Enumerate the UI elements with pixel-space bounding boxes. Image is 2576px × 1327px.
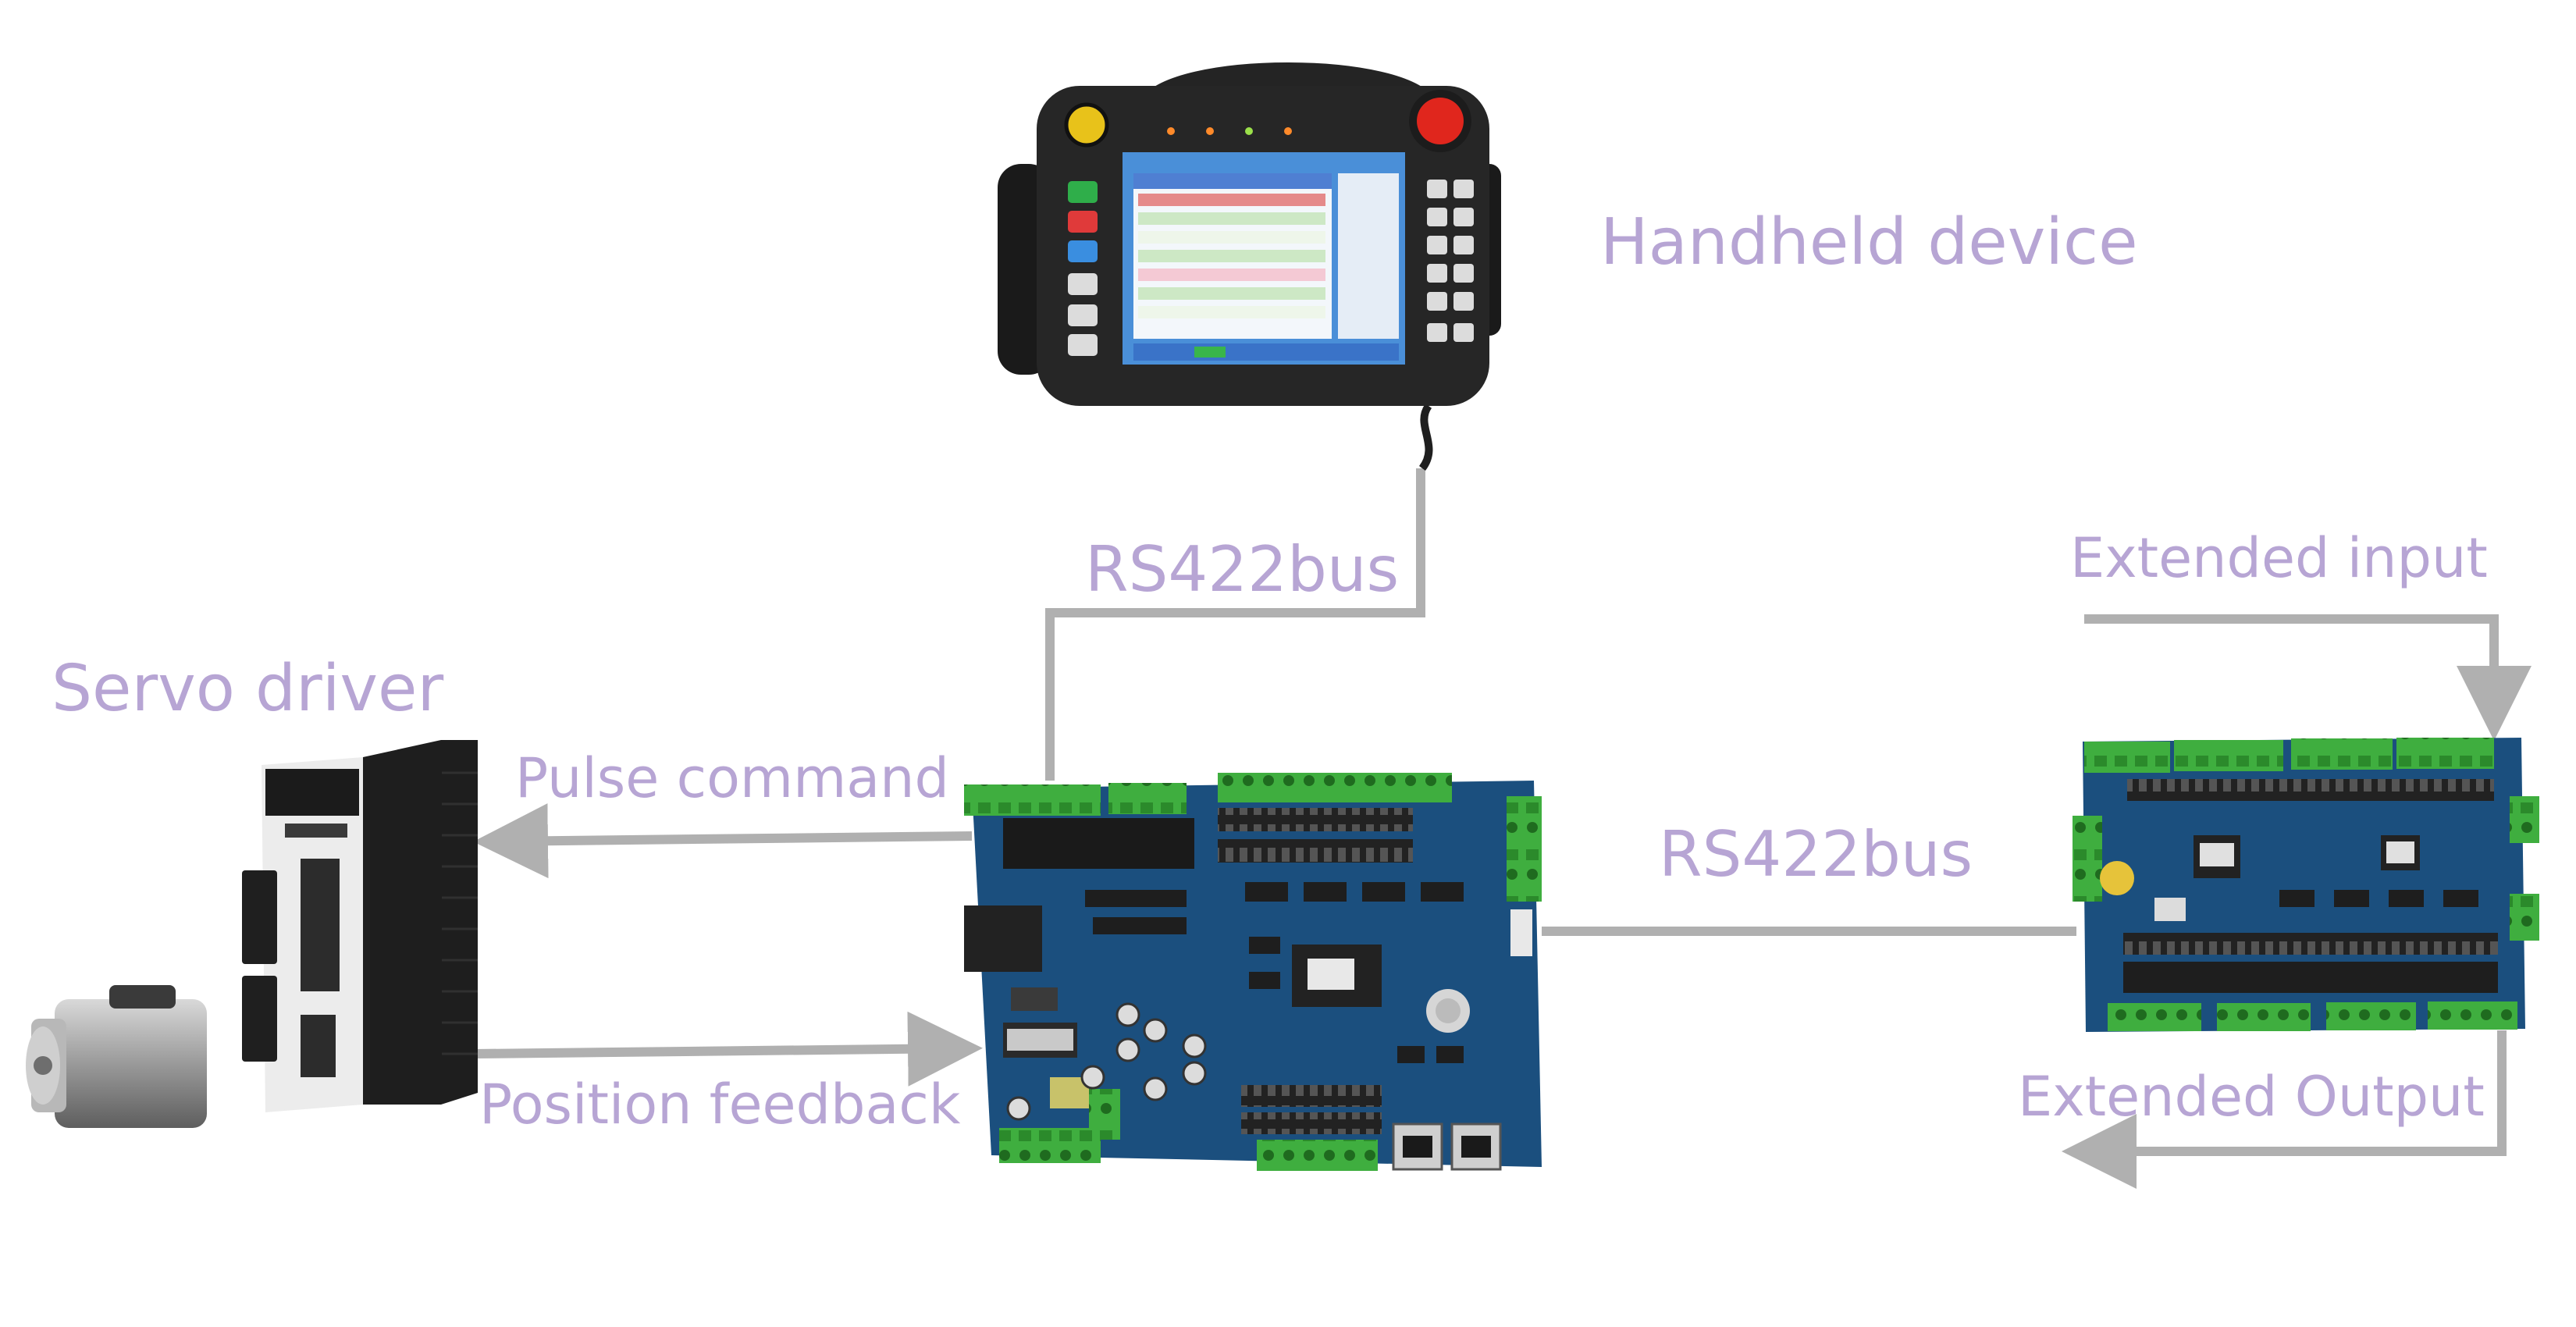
position-feedback-label: Position feedback <box>479 1073 961 1137</box>
estop-button <box>1417 98 1464 144</box>
header-pin-row-2 <box>1218 839 1413 863</box>
main-terminal-side <box>1089 1089 1120 1140</box>
main-terminal-bottom-center <box>1257 1140 1378 1171</box>
pulse-command-label: Pulse command <box>515 746 949 810</box>
pendant-right-keys <box>1427 180 1474 342</box>
pendant-cable <box>1418 404 1433 471</box>
exp-terminal-top-3 <box>2291 738 2393 770</box>
rs422bus-right-label: RS422bus <box>1659 818 1973 891</box>
handheld-pendant <box>998 62 1501 471</box>
status-led-4 <box>1284 127 1292 135</box>
exp-terminal-top-1 <box>2084 742 2170 773</box>
driver-connector-1 <box>242 870 277 964</box>
exp-terminal-bottom-1 <box>2108 1003 2201 1031</box>
exp-pin-row-bottom <box>2123 933 2498 955</box>
main-terminal-top-mid <box>1108 783 1187 814</box>
driver-connector-2 <box>242 976 277 1062</box>
pendant-left-keys <box>1068 181 1098 356</box>
ribbon-connector <box>1510 909 1532 956</box>
servo-driver <box>242 740 478 1112</box>
header-pin-row-4 <box>1241 1112 1382 1134</box>
exp-terminal-bottom-4 <box>2428 1001 2517 1030</box>
exp-terminal-top-4 <box>2396 738 2494 769</box>
exp-battery <box>2100 861 2134 895</box>
status-led-3 <box>1245 127 1253 135</box>
status-led-2 <box>1206 127 1214 135</box>
capacitors <box>1006 1002 1207 1121</box>
driver-display <box>265 769 359 816</box>
main-terminal-bottom-left <box>999 1128 1101 1163</box>
handheld-device-label: Handheld device <box>1600 205 2138 279</box>
enable-button <box>1064 102 1109 148</box>
exp-terminal-left <box>2073 816 2102 902</box>
ethernet-port-1 <box>1392 1122 1443 1171</box>
header-pin-row-1 <box>1218 808 1413 831</box>
expansion-io-board <box>2073 738 2539 1032</box>
status-led-1 <box>1167 127 1175 135</box>
main-terminal-right <box>1507 796 1542 902</box>
extended-output-label: Extended Output <box>2018 1065 2485 1129</box>
servo-motor <box>26 985 207 1128</box>
pendant-screen <box>1123 152 1405 365</box>
motor-body <box>55 999 207 1128</box>
exp-terminal-top-2 <box>2174 740 2283 771</box>
exp-terminal-right-1 <box>2510 796 2539 843</box>
relay-large <box>964 905 1042 972</box>
pulse-command-arrow <box>473 803 973 879</box>
extended-output-arrow <box>2062 1030 2507 1189</box>
position-feedback-arrow <box>474 1011 983 1087</box>
small-ics <box>1085 882 1464 1063</box>
main-controller-board <box>964 773 1542 1171</box>
rs422-pendant-line <box>1045 468 1425 781</box>
rs422bus-top-label: RS422bus <box>1085 533 1400 606</box>
main-terminal-top-left <box>964 784 1101 816</box>
relay-bank <box>1003 818 1194 869</box>
main-terminal-top-center <box>1218 773 1452 802</box>
driver-side-panel <box>363 740 478 1105</box>
expansion-board-pcb <box>2083 738 2525 1032</box>
exp-terminal-right-2 <box>2510 894 2539 941</box>
extended-input-arrow <box>2084 614 2532 741</box>
exp-pin-row-top <box>2127 779 2494 801</box>
servo-driver-label: Servo driver <box>52 652 444 726</box>
extended-input-label: Extended input <box>2070 526 2488 590</box>
exp-terminal-bottom-2 <box>2217 1003 2311 1031</box>
header-pin-row-3 <box>1241 1085 1382 1107</box>
connectors <box>473 468 2532 1189</box>
exp-terminal-bottom-3 <box>2326 1002 2416 1030</box>
